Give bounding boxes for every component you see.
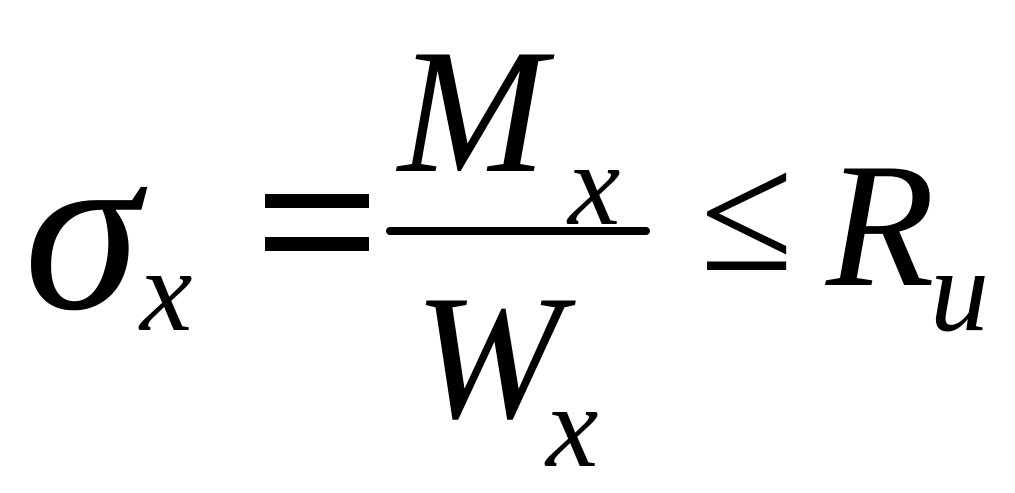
- section-modulus-symbol: W: [414, 258, 563, 456]
- fraction-bar: [386, 227, 650, 235]
- moment-subscript: x: [568, 119, 621, 250]
- sigma-subscript: x: [140, 225, 193, 356]
- moment-symbol: M: [398, 12, 547, 210]
- equals-bottom-bar: [265, 237, 369, 251]
- equals-top-bar: [265, 194, 369, 208]
- sigma-symbol: σ: [24, 99, 140, 359]
- less-or-equal-sign: ≤: [700, 119, 794, 307]
- resistance-symbol: R: [826, 126, 935, 324]
- resistance-subscript: u: [930, 225, 989, 356]
- section-modulus-subscript: x: [546, 361, 599, 492]
